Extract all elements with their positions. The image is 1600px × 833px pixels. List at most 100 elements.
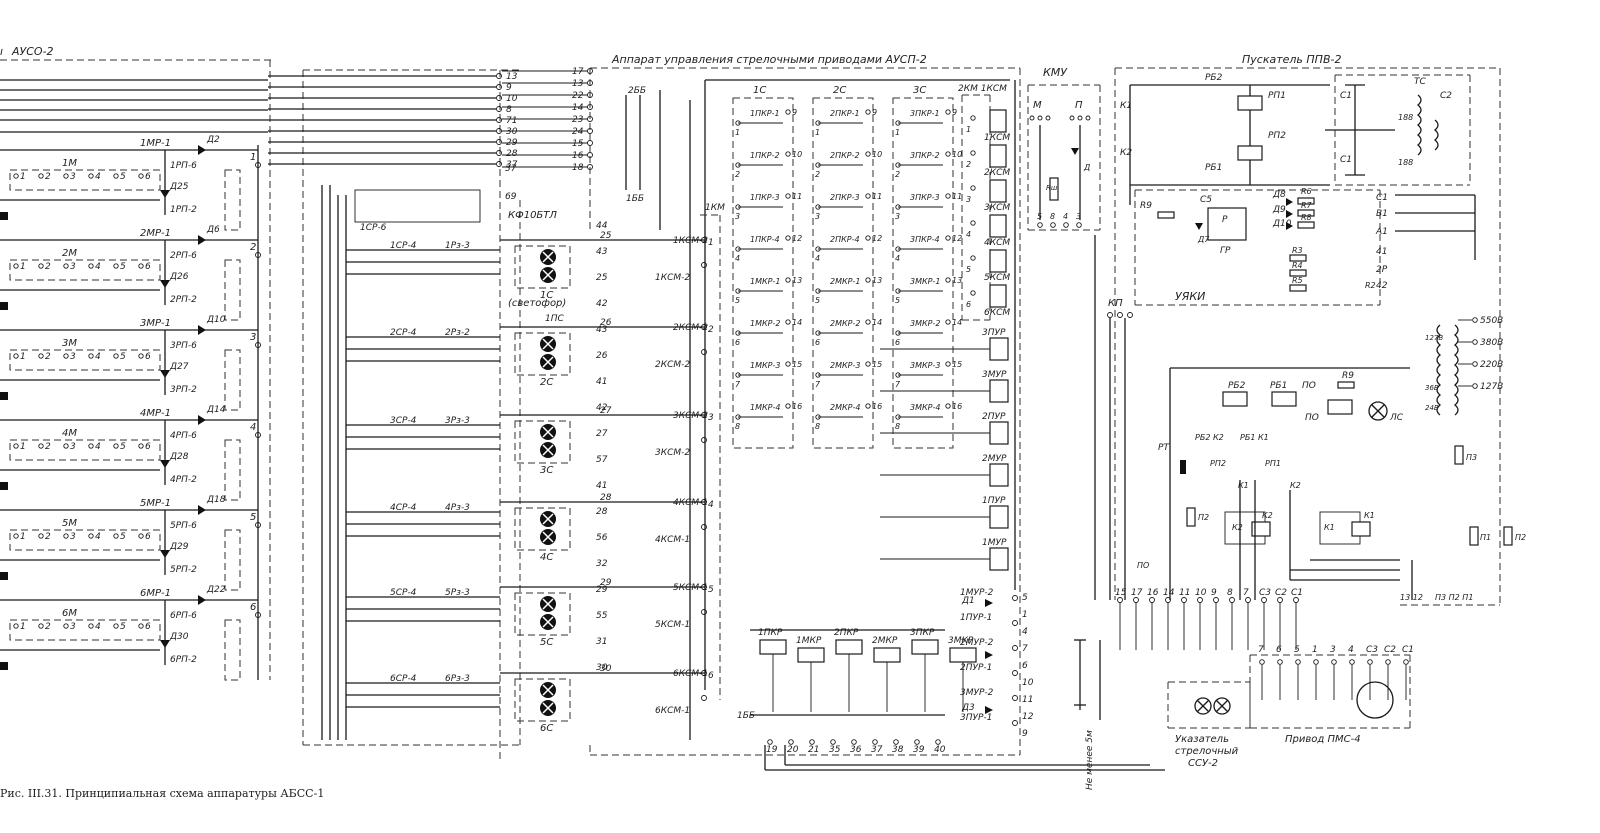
ksm-relay: [989, 284, 1007, 308]
terminal: [1403, 659, 1409, 665]
contact-group: [9, 529, 161, 551]
wire-number: 44: [596, 221, 608, 231]
contact-number: 5: [120, 172, 126, 182]
terminal: [865, 403, 871, 409]
svg-text:R2: R2: [1365, 281, 1376, 290]
terminal: [701, 695, 707, 701]
contact-terminal: [138, 533, 144, 539]
contact-terminal: [63, 173, 69, 179]
terminal: [785, 235, 791, 241]
terminal: [1313, 659, 1319, 665]
terminal-number: 36: [850, 745, 862, 755]
ksm-relay: [989, 179, 1007, 203]
relay-block: [0, 662, 8, 670]
contact-group: [9, 259, 161, 281]
contact-number: 1: [20, 532, 26, 542]
tap-label: 550В: [1480, 316, 1503, 326]
svg-text:2КМ 1КСМ: 2КМ 1КСМ: [958, 84, 1007, 94]
ssu-line1: Указатель: [1175, 734, 1229, 745]
terminal: [701, 412, 707, 418]
contact-number: 5: [120, 532, 126, 542]
contact-number: 2: [45, 262, 51, 272]
terminal: [945, 109, 951, 115]
terminal-number: 6: [815, 338, 820, 347]
terminal: [895, 246, 901, 252]
ksm-relay: [989, 214, 1007, 238]
contact-terminal: [38, 533, 44, 539]
terminal-number: 4: [895, 254, 900, 263]
lamp-mark: [542, 702, 554, 714]
kr-contact-label: 2МКР-4: [830, 403, 860, 412]
terminal-label: 4: [250, 422, 256, 433]
diode-top-label: Д6: [206, 225, 220, 235]
svg-text:РП2: РП2: [1268, 131, 1286, 141]
lamp-mark: [542, 269, 554, 281]
kr-contact-label: 2ПКР-4: [830, 235, 860, 244]
svg-text:РБ1: РБ1: [1205, 163, 1222, 173]
terminal-number: 9: [792, 108, 797, 117]
terminal: [785, 361, 791, 367]
terminal-number: 1: [966, 125, 971, 134]
lamp-box: [514, 592, 571, 636]
terminal-number: 11: [952, 192, 962, 201]
terminal: [1012, 670, 1018, 676]
terminal-number: 6: [966, 300, 971, 309]
contact-number: 3: [70, 352, 76, 362]
ksm-label: 2КСМ: [984, 168, 1010, 178]
diode-contact-label: 1МУР-2: [960, 588, 994, 598]
column-box: [892, 97, 954, 449]
kr-label: 2ПКР: [834, 628, 859, 638]
terminal: [970, 150, 976, 156]
kr-contact-label: 3ПКР-1: [910, 109, 940, 118]
terminal: [970, 255, 976, 261]
terminal-number: 7: [895, 380, 901, 389]
rp-low-label: 3РП-2: [170, 385, 197, 395]
svg-text:R3: R3: [1292, 246, 1303, 255]
kr-relay: [911, 639, 939, 655]
ur-label: 3ПУР: [982, 328, 1006, 338]
terminal: [701, 237, 707, 243]
diode-contact-label: 3ПУР-1: [960, 713, 992, 723]
column-box: [812, 97, 874, 449]
column-head: 3С: [913, 85, 926, 96]
svg-text:РБ2 К2: РБ2 К2: [1195, 433, 1224, 442]
terminal-number: 5: [966, 265, 971, 274]
terminal: [1012, 720, 1018, 726]
diode-symbol: [198, 235, 206, 245]
terminal: [701, 670, 707, 676]
sr-label: 1СР-4: [390, 241, 417, 251]
svg-text:К2: К2: [1290, 481, 1301, 490]
auso-block: ı АУСО-2: [0, 45, 275, 680]
ksm2-label: 5КСМ-1: [655, 620, 690, 630]
terminal-number: 1: [895, 128, 900, 137]
figure-caption: Рис. III.31. Принципиальная схема аппара…: [0, 787, 324, 800]
ppv-title: Пускатель ППВ-2: [1242, 53, 1341, 66]
terminal-number: 1: [1022, 610, 1028, 620]
kr-contact-label: 3МКР-1: [910, 277, 940, 286]
terminal-number: 2: [815, 170, 820, 179]
terminal-number: 28: [506, 149, 518, 159]
contact-terminal: [63, 533, 69, 539]
terminal: [735, 204, 741, 210]
contact-number: 4: [95, 442, 101, 452]
kr-contact-label: 3МКР-4: [910, 403, 940, 412]
terminal-number: 3: [895, 212, 900, 221]
terminal-number: 24: [572, 127, 584, 137]
relay-block: [0, 482, 8, 490]
terminal: [1472, 361, 1478, 367]
mr-label: 2МР-1: [140, 228, 171, 239]
terminal-number: 21: [808, 745, 819, 755]
sr-label: 2СР-4: [390, 328, 417, 338]
lamp-mark: [542, 684, 554, 696]
terminal: [1012, 595, 1018, 601]
terminal-number: 7: [815, 380, 821, 389]
svg-text:Д10: Д10: [1272, 219, 1292, 229]
terminal: [815, 372, 821, 378]
contact-terminal: [113, 443, 119, 449]
contact-terminal: [138, 173, 144, 179]
